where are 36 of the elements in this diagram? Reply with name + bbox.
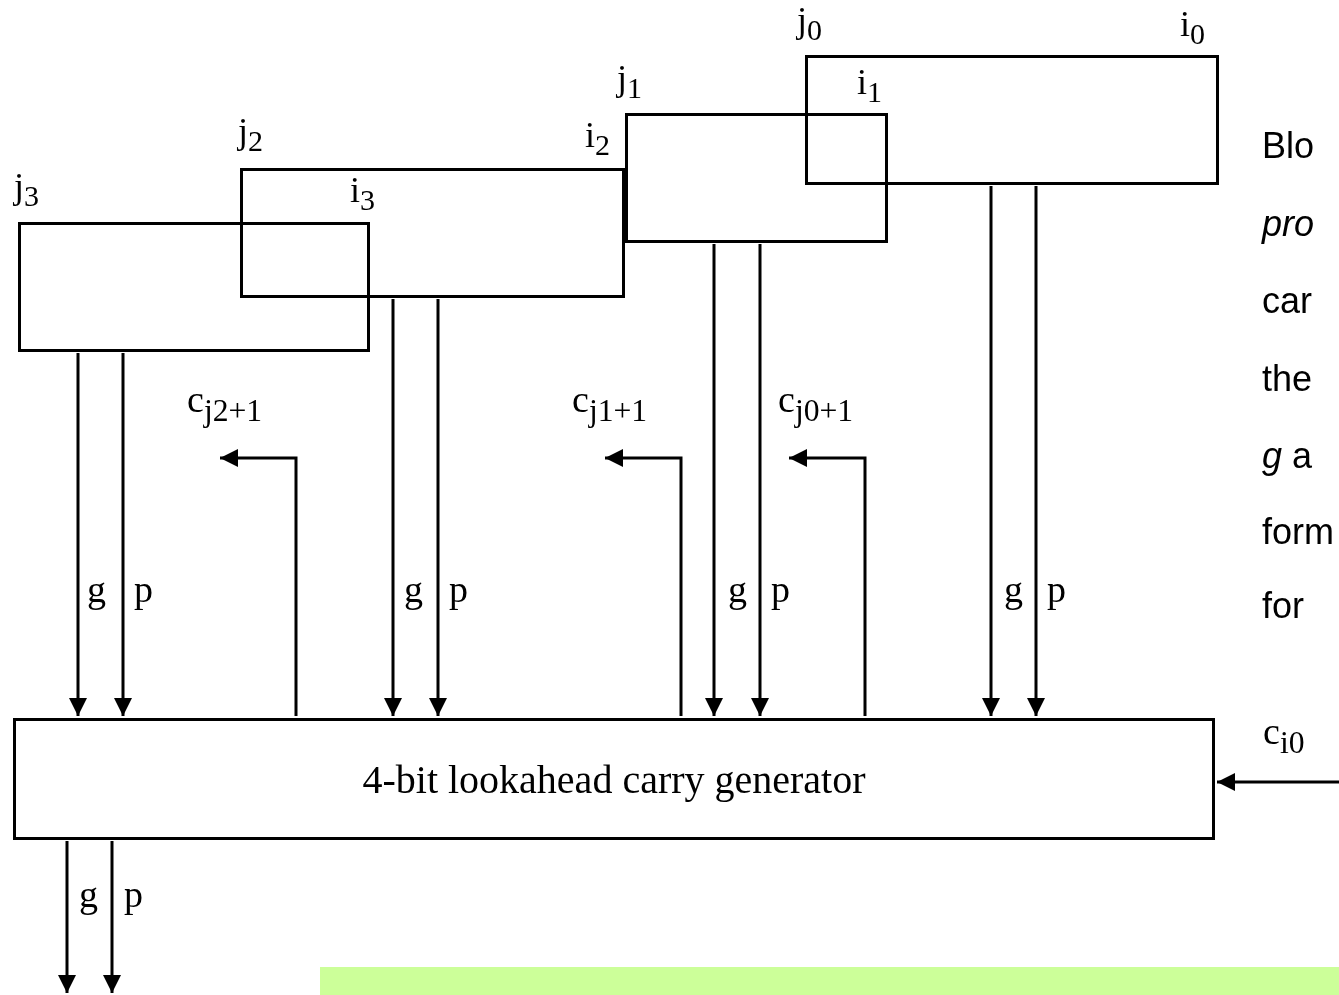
arrow bbox=[1217, 773, 1339, 791]
arrow bbox=[429, 299, 447, 716]
block-box bbox=[18, 222, 370, 352]
arrow bbox=[982, 186, 1000, 716]
arrow bbox=[751, 244, 769, 716]
block-box bbox=[240, 168, 625, 298]
note-text: g a bbox=[1262, 438, 1313, 474]
index-label: i$_{2}$ bbox=[585, 117, 610, 161]
note-text: car bbox=[1262, 283, 1312, 319]
block-box bbox=[625, 113, 888, 243]
note-text: for bbox=[1262, 588, 1304, 624]
box-title: 4-bit lookahead carry generator bbox=[361, 760, 867, 800]
index-label: i$_{0}$ bbox=[1180, 6, 1205, 50]
note-text: pro bbox=[1262, 206, 1315, 242]
note-band bbox=[320, 967, 1339, 995]
note-text: Blo bbox=[1262, 128, 1315, 164]
note-text: form bbox=[1262, 514, 1334, 550]
index-label: i$_{1}$ bbox=[857, 64, 882, 108]
arrow bbox=[1027, 186, 1045, 716]
generator-box bbox=[13, 718, 1215, 840]
arrow bbox=[605, 449, 683, 716]
arrow bbox=[69, 353, 87, 716]
arrow bbox=[220, 449, 298, 716]
note-text: the bbox=[1262, 361, 1313, 397]
index-label: j$_{0}$ bbox=[797, 2, 822, 46]
index-label: i$_{3}$ bbox=[350, 172, 375, 216]
block-box bbox=[805, 55, 1219, 185]
arrow bbox=[114, 353, 132, 716]
arrow bbox=[103, 841, 121, 993]
arrow bbox=[705, 244, 723, 716]
index-label: j$_{2}$ bbox=[238, 113, 263, 157]
arrow bbox=[789, 449, 867, 716]
arrow bbox=[384, 299, 402, 716]
index-label: j$_{3}$ bbox=[14, 168, 39, 212]
arrow bbox=[58, 841, 76, 993]
index-label: j$_{1}$ bbox=[617, 60, 642, 104]
